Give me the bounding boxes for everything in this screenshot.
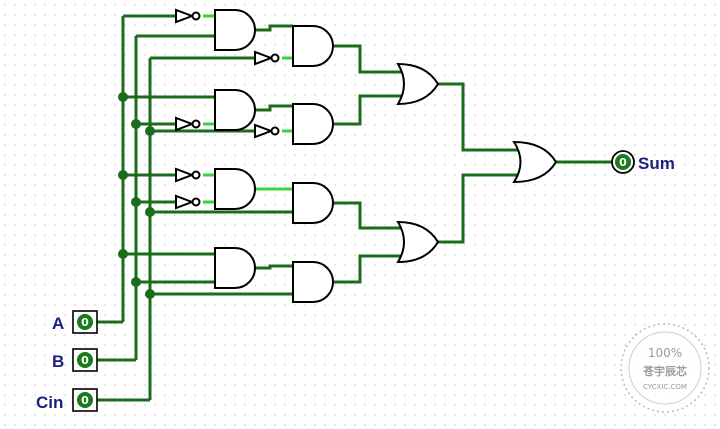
and-gate[interactable]: [292, 261, 334, 303]
not-gate[interactable]: [254, 123, 280, 139]
and-gate[interactable]: [214, 168, 256, 210]
not-gate[interactable]: [175, 116, 201, 132]
output-value-sum: 0: [619, 156, 627, 169]
and-gate[interactable]: [292, 103, 334, 145]
input-value-b: 0: [81, 354, 89, 367]
output-pin-sum[interactable]: 0 Sum: [611, 150, 675, 174]
input-value-cin: 0: [81, 394, 89, 407]
input-pin-a[interactable]: A 0: [52, 310, 98, 334]
input-pin-cin[interactable]: Cin 0: [36, 388, 98, 412]
watermark-logo: 100% 苍宇辰芯 CYCXIC.COM: [620, 323, 710, 413]
output-label-sum: Sum: [638, 154, 675, 173]
and-gate[interactable]: [214, 9, 256, 51]
not-gate[interactable]: [175, 194, 201, 210]
wire-junctions: [118, 92, 155, 299]
input-label-cin: Cin: [36, 393, 63, 412]
input-label-b: B: [52, 352, 64, 371]
wires: [97, 14, 613, 402]
and-gate[interactable]: [292, 25, 334, 67]
and-gate[interactable]: [214, 247, 256, 289]
input-value-a: 0: [81, 316, 89, 329]
watermark-domain: CYCXIC.COM: [643, 383, 687, 391]
input-pin-b[interactable]: B 0: [52, 348, 98, 372]
not-gate[interactable]: [254, 50, 280, 66]
watermark-percent: 100%: [648, 346, 682, 360]
input-label-a: A: [52, 314, 64, 333]
not-gate[interactable]: [175, 8, 201, 24]
and-gate[interactable]: [214, 89, 256, 131]
watermark-cn-text: 苍宇辰芯: [642, 364, 687, 378]
and-gate[interactable]: [292, 182, 334, 224]
or-gate[interactable]: [396, 220, 440, 264]
or-gate-final[interactable]: [512, 140, 558, 184]
or-gate[interactable]: [396, 62, 440, 106]
not-gate[interactable]: [175, 167, 201, 183]
